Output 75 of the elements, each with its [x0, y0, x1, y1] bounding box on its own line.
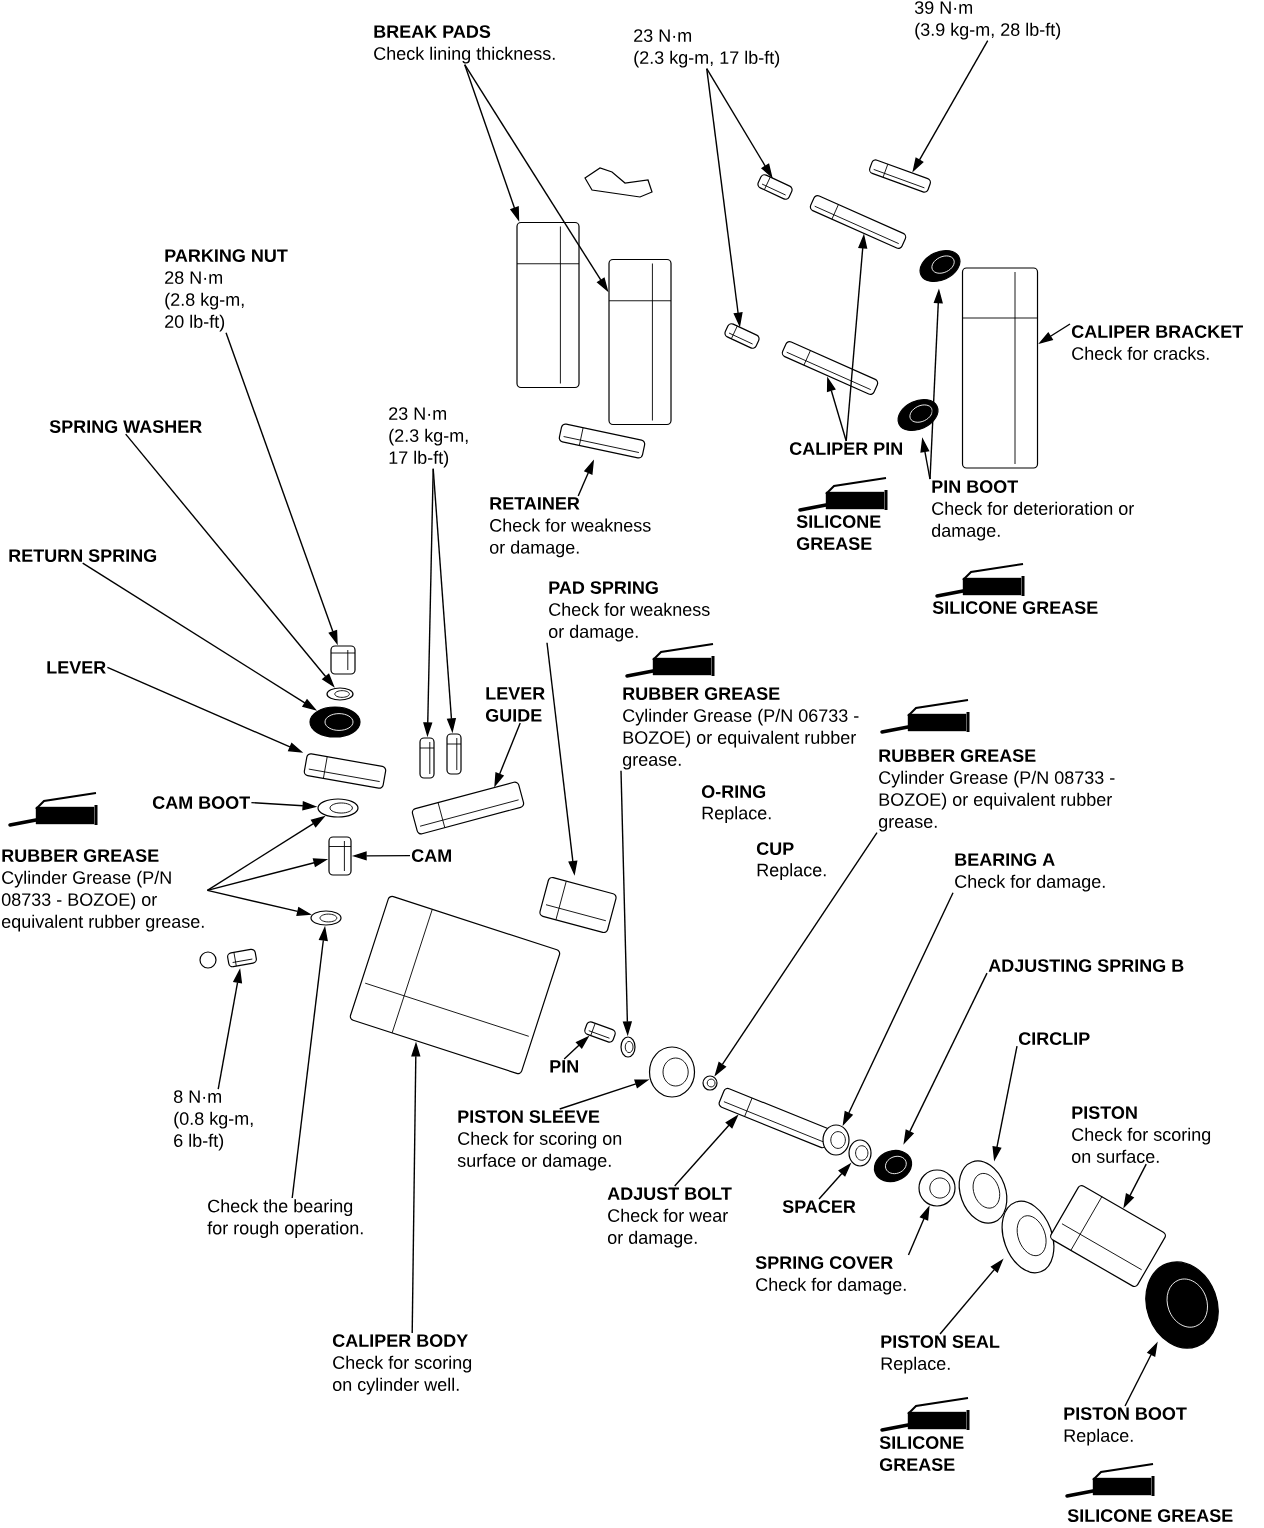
spring-drawing	[309, 706, 361, 738]
washer-drawing	[326, 687, 354, 701]
circlip-drawing	[958, 1160, 1008, 1224]
pin-drawing	[584, 1021, 616, 1043]
lever-guide-drawing	[411, 781, 525, 835]
note-label: SILICONE GREASE	[879, 1436, 964, 1471]
callout-label: PIN BOOT Check for deterioration or damage.	[931, 480, 1134, 541]
note-label: Replace.	[702, 806, 771, 823]
retainer-drawing	[558, 423, 646, 459]
screw-drawing	[227, 948, 257, 968]
bolt-drawing	[757, 174, 793, 200]
caliper-bracket-drawing	[961, 267, 1039, 469]
callout-label: PISTON Check for scoring on surface.	[1071, 1106, 1211, 1163]
callout-label: CIRCLIP	[1018, 1032, 1090, 1045]
callout-label: CALIPER BRACKET Check for cracks.	[1071, 325, 1243, 360]
boot-drawing	[1145, 1261, 1219, 1349]
brake-pad-drawing	[608, 258, 672, 426]
callout-label: 23 N·m (2.3 kg-m, 17 lb-ft)	[634, 29, 780, 68]
cam-drawing	[328, 836, 352, 876]
boot-drawing	[317, 798, 359, 818]
note-label: SILICONE GREASE	[796, 515, 881, 550]
bolt-drawing	[724, 323, 760, 349]
ring-drawing	[702, 1075, 718, 1091]
callout-label: SPACER	[782, 1200, 856, 1213]
callout-label: RUBBER GREASE Cylinder Grease (P/N 08733 - BOZOE) or equivalent rubber grease.	[1, 849, 204, 932]
spring-cover-drawing	[918, 1169, 956, 1207]
bolt-drawing	[869, 159, 931, 193]
caliper-pin-drawing	[781, 341, 879, 395]
bolt-drawing	[446, 733, 462, 775]
callout-label: RUBBER GREASE Cylinder Grease (P/N 06733 - BOZOE) or equivalent rubber grease.	[622, 687, 859, 770]
callout-label: BEARING A Check for damage.	[955, 853, 1105, 892]
pad-spring-drawing	[539, 876, 617, 934]
callout-label: CAM BOOT	[152, 796, 250, 809]
callout-label: RETAINER Check for weakness or damage.	[489, 497, 651, 558]
callout-label: PIN	[550, 1060, 578, 1073]
note-label: Replace.	[757, 863, 826, 880]
note-label: O-RING	[701, 785, 766, 798]
ring-drawing	[848, 1139, 872, 1167]
callout-label: RETURN SPRING	[9, 549, 157, 562]
callout-label: CALIPER BODY Check for scoring on cylinder well.	[332, 1334, 472, 1395]
nut-drawing	[330, 645, 356, 675]
callout-label: ADJUST BOLT Check for wear or damage.	[607, 1187, 732, 1248]
callout-label: RUBBER GREASE Cylinder Grease (P/N 08733 - BOZOE) or equivalent rubber grease.	[878, 749, 1115, 832]
callout-label: PISTON SLEEVE Check for scoring on surface or damage.	[457, 1110, 622, 1171]
sleeve-drawing	[648, 1046, 696, 1098]
callout-label: LEVER	[47, 661, 106, 674]
ring-drawing	[620, 1036, 636, 1058]
callout-label: 8 N·m (0.8 kg-m, 6 lb-ft)	[174, 1090, 253, 1151]
pin-boot-drawing	[897, 398, 939, 432]
callout-label: SPRING WASHER	[49, 420, 202, 433]
callout-label: CAM	[411, 849, 451, 862]
note-label: SILICONE GREASE	[932, 601, 1098, 614]
ring-drawing	[1001, 1200, 1055, 1274]
bolt-drawing	[419, 737, 435, 779]
brake-pad-drawing	[516, 221, 580, 389]
callout-label: ADJUSTING SPRING B	[988, 959, 1184, 972]
callout-label: BREAK PADS Check lining thickness.	[374, 25, 555, 64]
callout-label: 23 N·m (2.3 kg-m, 17 lb-ft)	[389, 407, 468, 468]
bore-drawing	[310, 910, 342, 926]
callout-label: PISTON SEAL Replace.	[881, 1335, 1000, 1374]
bearing-drawing	[822, 1124, 850, 1156]
callout-label: LEVER GUIDE	[485, 687, 545, 722]
callout-label: SPRING COVER Check for damage.	[755, 1256, 906, 1295]
callout-label: CALIPER PIN	[789, 442, 902, 455]
callout-label: 39 N·m (3.9 kg-m, 28 lb-ft)	[914, 1, 1061, 40]
note-label: SILICONE GREASE	[1067, 1509, 1233, 1522]
callout-label: PISTON BOOT Replace.	[1064, 1407, 1187, 1446]
note-label: CUP	[756, 842, 794, 855]
callout-label: PARKING NUT 28 N·m (2.8 kg-m, 20 lb-ft)	[165, 249, 288, 332]
lever-drawing	[303, 753, 387, 789]
spring-drawing	[873, 1149, 913, 1183]
caliper-pin-drawing	[809, 195, 907, 249]
callout-label: Check the bearing for rough operation.	[207, 1199, 363, 1238]
callout-label: PAD SPRING Check for weakness or damage.	[548, 581, 710, 642]
pin-boot-drawing	[919, 249, 961, 283]
